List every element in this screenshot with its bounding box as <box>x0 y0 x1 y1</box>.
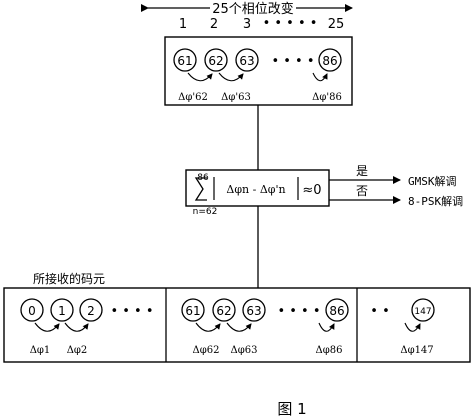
symbol-circle <box>173 48 197 72</box>
symbol-62: 62 <box>208 54 223 68</box>
index-2: 2 <box>210 17 218 32</box>
ellipsis-dots: • • <box>370 304 389 319</box>
phase-arc <box>312 72 328 82</box>
received-frame <box>3 287 471 363</box>
symbol-1: 1 <box>58 304 66 318</box>
received-symbols-row: 0 1 2 • • • • Δφ1 Δφ2 61 62 63 • • • • 8… <box>3 287 471 363</box>
symbol-2: 2 <box>87 304 95 318</box>
phase-arc <box>64 322 89 332</box>
symbol-61: 61 <box>177 54 192 68</box>
delta-phi-ref-63: Δφ'63 <box>221 92 251 103</box>
symbol-circle <box>235 48 259 72</box>
delta-phi-1: Δφ1 <box>30 345 51 356</box>
symbol-circle <box>325 298 349 322</box>
symbol-circle <box>212 298 236 322</box>
symbol-86: 86 <box>322 54 337 68</box>
symbol-0: 0 <box>28 304 36 318</box>
sigma-symbol <box>194 177 207 201</box>
phase-arc <box>187 72 213 82</box>
psk8-demod-label: 8-PSK解调 <box>408 194 463 208</box>
phase-arc <box>195 322 221 332</box>
decision-outputs: 是 GMSK解调 否 8-PSK解调 <box>329 164 463 208</box>
delta-phi-ref-86: Δφ'86 <box>312 92 342 103</box>
index-25: 25 <box>328 17 345 32</box>
comparator-box: 86 n=62 Δφn - Δφ'n ≈0 <box>185 169 330 217</box>
symbol-circle <box>181 298 205 322</box>
received-segment-1: 0 1 2 • • • • Δφ1 Δφ2 <box>20 298 154 356</box>
symbol-62: 62 <box>216 304 231 318</box>
phase-arc <box>34 322 60 332</box>
symbol-61: 61 <box>185 304 200 318</box>
index-dots: • • • • • <box>263 16 318 31</box>
reference-phase-box: 61 62 63 • • • • 86 Δφ'62 Δφ'63 Δφ'86 <box>164 36 353 106</box>
symbol-circle <box>242 298 266 322</box>
ellipsis-dots: • • • • <box>110 304 153 319</box>
gmsk-demod-label: GMSK解调 <box>408 174 457 188</box>
ellipsis-dots: • • • • <box>271 54 314 69</box>
phase-arc <box>404 322 421 332</box>
figure-caption: 图 1 <box>277 400 306 418</box>
phase-arc <box>318 322 335 332</box>
sum-upper-limit: 86 <box>197 173 209 183</box>
symbol-147: 147 <box>414 307 431 317</box>
symbol-circle <box>79 298 103 322</box>
received-segment-3: • • 147 Δφ147 <box>370 298 435 356</box>
phase-change-title: 25个相位改变 <box>212 1 294 17</box>
delta-phi-147: Δφ147 <box>400 345 433 356</box>
no-label: 否 <box>356 184 368 198</box>
delta-phi-2: Δφ2 <box>67 345 88 356</box>
received-segment-2: 61 62 63 • • • • 86 Δφ62 Δφ63 Δφ86 <box>181 298 349 356</box>
delta-phi-63: Δφ63 <box>231 345 258 356</box>
symbol-circle <box>20 298 44 322</box>
sum-lower-limit: n=62 <box>193 207 218 217</box>
phase-arc <box>226 322 252 332</box>
symbol-63: 63 <box>246 304 261 318</box>
received-symbols-label: 所接收的码元 <box>33 271 105 286</box>
approx-zero: ≈0 <box>302 183 321 198</box>
yes-label: 是 <box>356 164 368 178</box>
symbol-63: 63 <box>239 54 254 68</box>
delta-phi-86: Δφ86 <box>316 345 343 356</box>
symbol-circle <box>411 298 435 322</box>
symbol-circle <box>50 298 74 322</box>
phase-change-header: 25个相位改变 1 2 3 • • • • • 25 <box>141 1 353 32</box>
delta-phi-ref-62: Δφ'62 <box>178 92 208 103</box>
symbol-circle <box>318 48 342 72</box>
phase-difference-expr: Δφn - Δφ'n <box>226 183 285 196</box>
ellipsis-dots: • • • • <box>277 304 320 319</box>
index-1: 1 <box>179 17 187 32</box>
symbol-circle <box>204 48 228 72</box>
delta-phi-62: Δφ62 <box>193 345 220 356</box>
index-3: 3 <box>243 17 251 32</box>
phase-arc <box>218 72 244 82</box>
symbol-86: 86 <box>329 304 344 318</box>
